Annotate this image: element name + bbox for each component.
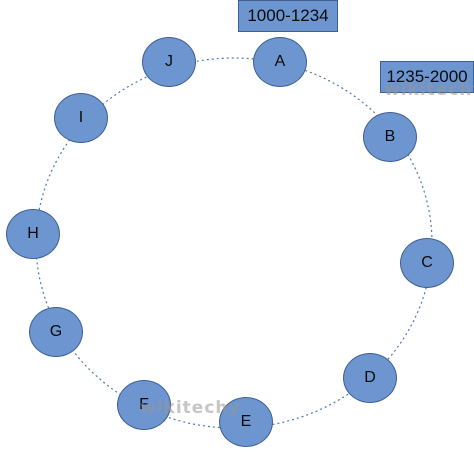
node-b[interactable]: B xyxy=(363,112,417,162)
node-f[interactable]: F xyxy=(117,380,171,430)
node-a[interactable]: A xyxy=(253,37,307,87)
watermark-top: wikitechy xyxy=(384,80,474,100)
node-e[interactable]: E xyxy=(219,397,273,447)
range-label-b: 1235-2000 xyxy=(380,61,474,93)
node-d[interactable]: D xyxy=(343,353,397,403)
node-c[interactable]: C xyxy=(400,238,454,288)
watermark-bottom: wikitechy xyxy=(140,398,241,418)
range-label-a: 1000-1234 xyxy=(238,0,338,32)
node-h[interactable]: H xyxy=(6,209,60,259)
node-j[interactable]: J xyxy=(142,37,196,87)
node-g[interactable]: G xyxy=(29,307,83,357)
node-i[interactable]: I xyxy=(54,93,108,143)
